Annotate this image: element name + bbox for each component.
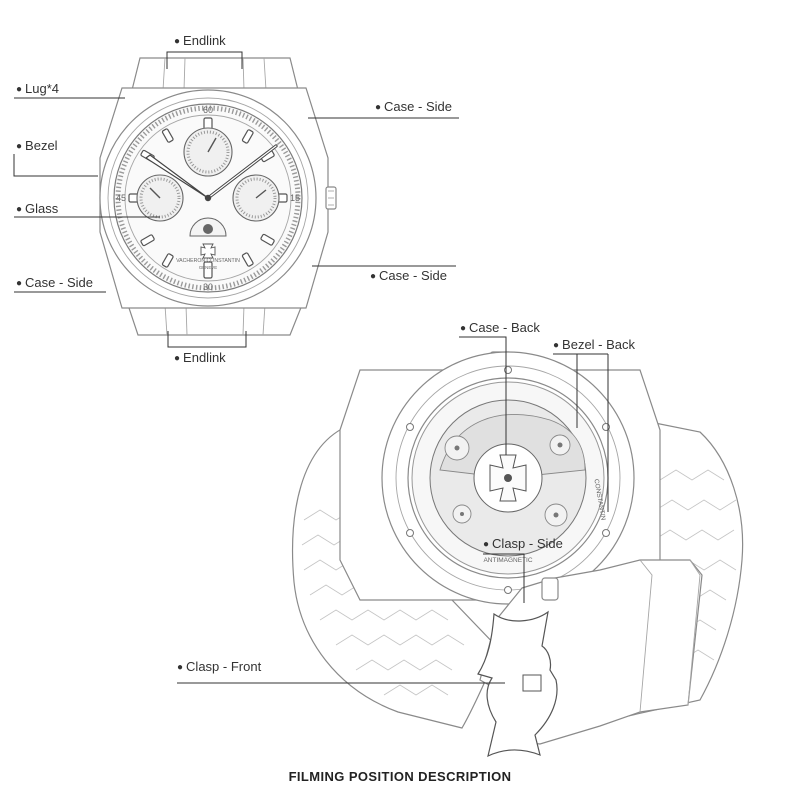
dial-numeral-30: 30 bbox=[203, 282, 213, 292]
bullet-icon: ● bbox=[16, 204, 23, 215]
bullet-icon: ● bbox=[16, 141, 23, 152]
bullet-icon: ● bbox=[16, 84, 23, 95]
label-case-side-left: ●Case - Side bbox=[16, 275, 93, 290]
bullet-icon: ● bbox=[375, 102, 382, 113]
bullet-icon: ● bbox=[483, 539, 490, 550]
label-lug: ●Lug*4 bbox=[16, 81, 60, 96]
bullet-icon: ● bbox=[553, 340, 560, 351]
dial-numeral-15: 15 bbox=[290, 193, 300, 203]
bullet-icon: ● bbox=[174, 36, 181, 47]
back-antimagnetic-text: ANTIMAGNETIC bbox=[483, 557, 532, 564]
label-bezel-back: ●Bezel - Back bbox=[553, 337, 636, 352]
leader-lines bbox=[13, 51, 609, 684]
label-endlink-bottom: ●Endlink bbox=[174, 350, 226, 365]
bullet-icon: ● bbox=[174, 353, 181, 364]
label-case-side-right-bottom: ●Case - Side bbox=[370, 268, 447, 283]
dial-numeral-60: 60 bbox=[203, 105, 213, 115]
label-case-back: ●Case - Back bbox=[460, 320, 540, 335]
label-bezel: ●Bezel bbox=[16, 138, 58, 153]
label-clasp-front: ●Clasp - Front bbox=[177, 659, 262, 674]
dial-numeral-45: 45 bbox=[116, 193, 126, 203]
bullet-icon: ● bbox=[460, 323, 467, 334]
front-city-text: GENEVE bbox=[199, 265, 217, 270]
bullet-icon: ● bbox=[16, 278, 23, 289]
front-watch-illustration: 60 30 45 15 bbox=[99, 57, 337, 336]
front-brand-text: VACHERON CONSTANTIN bbox=[176, 258, 240, 264]
bullet-icon: ● bbox=[177, 662, 184, 673]
back-watch-illustration: ANTIMAGNETIC CONSTANTIN bbox=[291, 351, 744, 758]
bullet-icon: ● bbox=[370, 271, 377, 282]
label-endlink-top: ●Endlink bbox=[174, 33, 226, 48]
label-case-side-right-top: ●Case - Side bbox=[375, 99, 452, 114]
label-glass: ●Glass bbox=[16, 201, 59, 216]
label-clasp-side: ●Clasp - Side bbox=[483, 536, 563, 551]
footer-title: FILMING POSITION DESCRIPTION bbox=[288, 769, 512, 784]
